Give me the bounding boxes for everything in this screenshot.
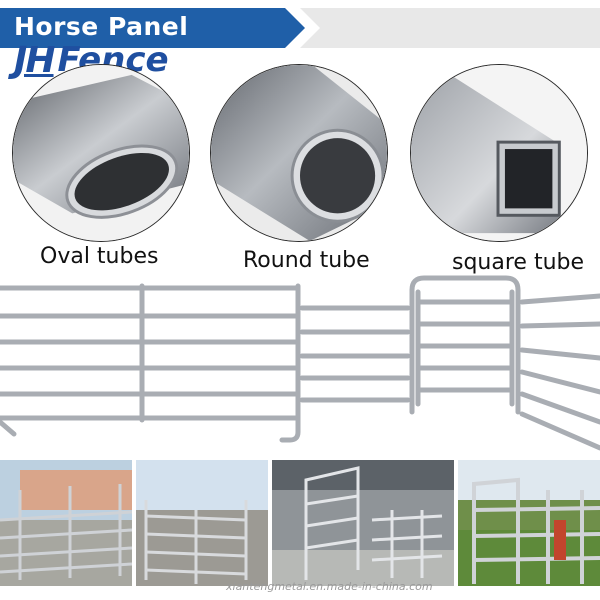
round-tube-label: Round tube [243, 248, 370, 273]
square-tube-label: square tube [452, 250, 585, 275]
square-tube-image [410, 64, 588, 242]
round-tube-image [210, 64, 388, 242]
oval-tube-image [12, 64, 190, 242]
photo-panels-warehouse [272, 460, 454, 586]
banner-bar [0, 8, 305, 48]
panel-illustration [0, 272, 600, 452]
watermark: xiantengmetal.en.made-in-china.com [226, 580, 433, 593]
photo-panels-circle [136, 460, 268, 586]
logo-mark: JH [14, 39, 56, 81]
photo-panels-yard [0, 460, 132, 586]
banner-bar-extension [300, 8, 600, 48]
banner-title: Horse Panel [14, 12, 189, 41]
photo-cattle-crush [458, 460, 600, 586]
oval-tube-label: Oval tubes [40, 244, 159, 269]
